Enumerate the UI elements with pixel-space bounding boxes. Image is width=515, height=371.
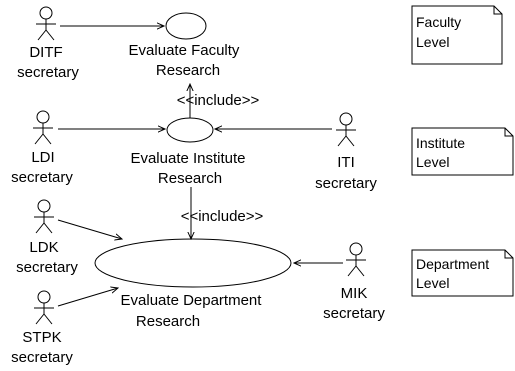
note-faculty-line2: Level (416, 34, 449, 50)
use-case-faculty-label-line2: Research (156, 62, 220, 79)
note-institute-line2: Level (416, 154, 449, 170)
use-case-department-label-line1: Evaluate Department (121, 292, 263, 309)
use-case-department-ellipse (94, 238, 292, 288)
note-department-line2: Level (416, 275, 449, 291)
actor-iti (336, 112, 356, 147)
note-faculty: Faculty Level (411, 5, 503, 65)
actor-iti-role: secretary (315, 175, 377, 192)
actor-ldi-name: LDI (31, 149, 54, 166)
note-faculty-line1: Faculty (416, 14, 461, 30)
actor-ldk-role: secretary (16, 259, 78, 276)
actor-ldk (34, 199, 54, 234)
association-ldk-department (57, 219, 122, 239)
actor-ditf-name: DITF (29, 44, 62, 61)
note-institute: Institute Level (411, 127, 514, 176)
actor-stpk-name: STPK (22, 329, 61, 346)
include-label-upper: <<include>> (177, 92, 260, 109)
actor-ditf (36, 6, 56, 41)
note-department: Department Level (411, 249, 514, 297)
use-case-department-label-line2: Research (136, 313, 200, 330)
actor-iti-name: ITI (337, 154, 355, 171)
use-case-institute-label-line1: Evaluate Institute (130, 150, 245, 167)
association-stpk-department (57, 288, 118, 307)
actor-mik-role: secretary (323, 305, 385, 322)
actor-ldk-name: LDK (29, 239, 58, 256)
actor-mik (346, 242, 366, 277)
note-department-line1: Department (416, 256, 489, 272)
note-institute-line1: Institute (416, 135, 465, 151)
use-case-institute-label-line2: Research (158, 170, 222, 187)
actor-ldi-role: secretary (11, 169, 73, 186)
actor-stpk (34, 290, 54, 325)
actor-ditf-role: secretary (17, 64, 79, 81)
use-case-faculty-label-line1: Evaluate Faculty (129, 42, 240, 59)
use-case-institute-ellipse (166, 117, 214, 143)
actor-mik-name: MIK (341, 285, 368, 302)
actor-stpk-role: secretary (11, 349, 73, 366)
include-label-lower: <<include>> (181, 208, 264, 225)
use-case-faculty-ellipse (165, 12, 207, 40)
actor-ldi (33, 110, 53, 145)
